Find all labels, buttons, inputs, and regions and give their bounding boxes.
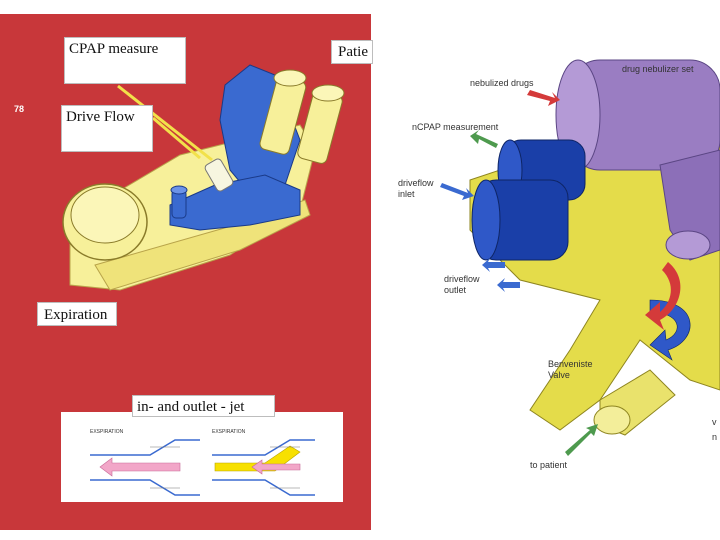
label-edge-n: n — [712, 432, 717, 442]
label-edge-v: v — [712, 417, 717, 427]
label-in-outlet-jet: in- and outlet - jet — [132, 395, 275, 417]
right-device: drug nebulizer set nebulized drugs nCPAP… — [398, 59, 720, 470]
label-driveflow-inlet-1: driveflow — [398, 178, 434, 188]
nebulized-drugs-arrow — [527, 90, 560, 106]
valve-red-arrow — [645, 262, 681, 330]
valve-blue-swirl — [649, 299, 691, 361]
left-main-cylinder-rim — [70, 186, 140, 244]
insert-left-pink-arrow — [99, 457, 181, 477]
driveflow-inlet-arrow — [440, 183, 474, 200]
label-driveflow-outlet-2: outlet — [444, 285, 467, 295]
insert-right-heading: EXSPIRATION — [212, 429, 246, 435]
left-top-tubes — [259, 69, 345, 164]
drive-pointer-line — [152, 116, 201, 160]
driveflow-outlet-arrow-2 — [497, 278, 520, 292]
label-to-patient: to patient — [530, 460, 568, 470]
ncpap-arrow — [470, 130, 498, 148]
label-patient: Patie — [331, 40, 373, 64]
right-purple-elbow — [659, 149, 720, 261]
label-drive-flow: Drive Flow — [61, 105, 153, 152]
left-nozzle — [204, 158, 234, 192]
label-nebulized: nebulized drugs — [470, 78, 534, 88]
label-ncpap: nCPAP measurement — [412, 122, 499, 132]
insert-right-pink-arrow — [251, 459, 301, 475]
insert-left-heading: EXSPIRATION — [90, 429, 124, 435]
jet-insert-schematic: EXSPIRATION EXSPIRATION — [61, 412, 343, 502]
cpap-pointer-line — [117, 84, 213, 162]
driveflow-outlet-arrow-1 — [482, 258, 505, 272]
label-benveniste-1: Benveniste — [548, 359, 593, 369]
label-expiration: Expiration — [37, 302, 117, 326]
label-cpap-measure: CPAP measure — [64, 37, 186, 84]
page-number: 78 — [14, 104, 25, 114]
label-drug-set: drug nebulizer set — [622, 64, 694, 74]
label-driveflow-inlet-2: inlet — [398, 189, 415, 199]
to-patient-arrow — [565, 424, 598, 456]
label-driveflow-outlet-1: driveflow — [444, 274, 480, 284]
label-benveniste-2: Valve — [548, 370, 570, 380]
left-device — [62, 64, 345, 291]
